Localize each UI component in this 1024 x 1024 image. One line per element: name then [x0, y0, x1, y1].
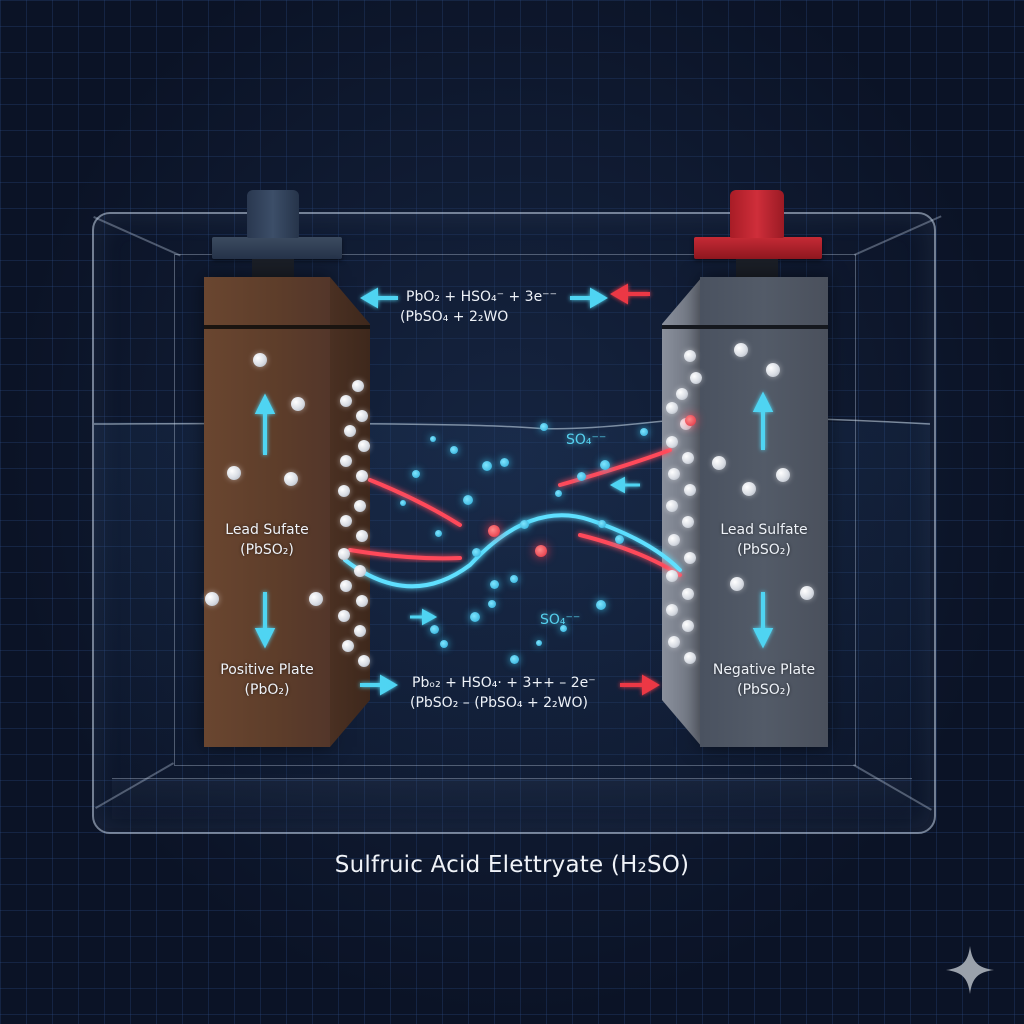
- sparkle-icon: [946, 946, 994, 994]
- sulfate-ion-label-upper: SO₄⁻⁻: [566, 432, 607, 448]
- positive-terminal-cap: [247, 190, 299, 238]
- negative-bottom-label-line2: (PbSO₂): [737, 682, 791, 698]
- equation-top: PbO₂ + HSO₄⁻ + 3e⁻⁻ (PbSO₄ + 2₂WO: [400, 287, 557, 327]
- equation-top-line2: (PbSO₄ + 2₂WO: [400, 309, 509, 325]
- equation-bottom: Pbₒ₂ + HSO₄· + 3++ – 2e⁻ (PbSO₂ – (PbSO₄…: [410, 673, 596, 713]
- positive-top-label-line1: Lead Sufate: [225, 522, 309, 538]
- negative-plate: [700, 277, 828, 747]
- positive-bottom-label-line2: (PbO₂): [244, 682, 290, 698]
- battery-tank: [92, 212, 936, 834]
- tank-floor: [112, 778, 912, 819]
- negative-terminal-post: [736, 259, 778, 277]
- positive-plate-bottom-label: Positive Plate (PbO₂): [204, 660, 330, 700]
- negative-plate-groove: [662, 325, 828, 329]
- positive-terminal-base: [212, 237, 342, 259]
- positive-plate-side: [330, 277, 370, 747]
- negative-top-label-line2: (PbSO₂): [737, 542, 791, 558]
- sulfate-ion-label-lower: SO₄⁻⁻: [540, 612, 581, 628]
- positive-plate: [204, 277, 330, 747]
- equation-top-line1: PbO₂ + HSO₄⁻ + 3e⁻⁻: [406, 289, 557, 305]
- negative-terminal-cap: [730, 190, 784, 238]
- equation-bottom-line1: Pbₒ₂ + HSO₄· + 3++ – 2e⁻: [412, 675, 596, 691]
- ion-flow-curves: [343, 448, 682, 589]
- positive-top-label-line2: (PbSO₂): [240, 542, 294, 558]
- negative-terminal-base: [694, 237, 822, 259]
- tank-inner-frame: [174, 254, 856, 766]
- positive-plate-top-label: Lead Sufate (PbSO₂): [204, 520, 330, 560]
- diagram-title: Sulfruic Acid Elettryate (H₂SO): [334, 852, 690, 878]
- negative-plate-top-label: Lead Sulfate (PbSO₂): [700, 520, 828, 560]
- negative-top-label-line1: Lead Sulfate: [720, 522, 808, 538]
- positive-terminal-post: [252, 259, 294, 277]
- positive-bottom-label-line1: Positive Plate: [220, 662, 314, 678]
- negative-bottom-label-line1: Negative Plate: [712, 662, 816, 678]
- positive-plate-groove: [204, 325, 370, 329]
- equation-bottom-line2: (PbSO₂ – (PbSO₄ + 2₂WO): [410, 695, 588, 711]
- negative-plate-bottom-label: Negative Plate (PbSO₂): [700, 660, 828, 700]
